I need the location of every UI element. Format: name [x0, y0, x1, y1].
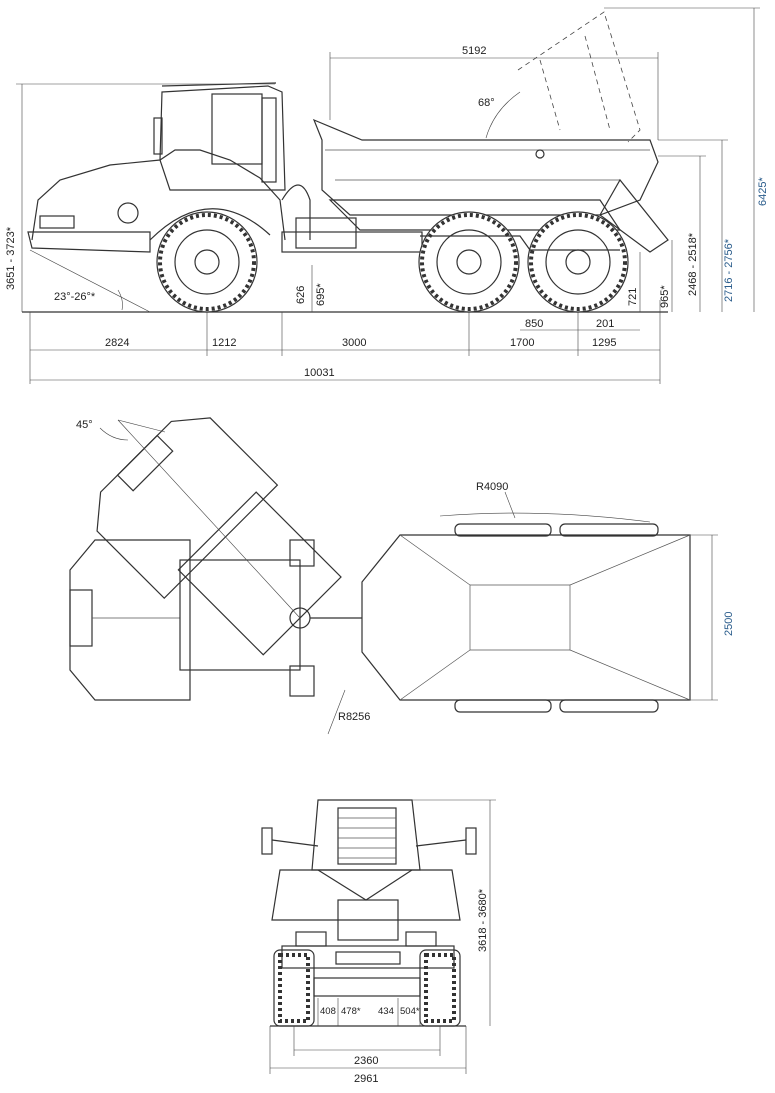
tire-top-right-2	[559, 699, 659, 713]
front-grille-top	[69, 589, 93, 647]
mirror-top	[289, 539, 315, 567]
mirror-top-2	[289, 665, 315, 697]
dim-label-626: 626	[295, 286, 307, 304]
tire-tread-left	[278, 953, 310, 1023]
cab-front	[311, 799, 421, 871]
tip-angle-arc	[485, 91, 521, 139]
dim-label-width: 2500	[723, 612, 735, 636]
hood-front	[271, 869, 461, 921]
fog-light	[117, 202, 139, 224]
front-view: 408 478* 434 504* 3618 - 3680* 2360 2961	[261, 799, 496, 1085]
mirror-left	[261, 827, 273, 855]
headlight	[39, 215, 75, 229]
cab-door-window	[211, 93, 263, 165]
dim-label-total-length: 10031	[304, 367, 335, 379]
tire-tread-right	[424, 953, 456, 1023]
middle-wheel	[418, 211, 520, 313]
steered-front-unit	[96, 417, 342, 656]
radius-leader	[504, 491, 516, 519]
radius-arc-outer	[439, 512, 651, 523]
mirror-arm-left	[271, 839, 319, 847]
radius-leader-2	[327, 689, 346, 735]
steer-line	[117, 419, 301, 619]
mirror-arm-right	[415, 839, 467, 847]
cab-outline	[159, 85, 286, 191]
body-fold-2	[569, 534, 691, 701]
mirror	[153, 117, 163, 155]
dim-label-1212: 1212	[212, 337, 236, 349]
tandem-frame	[420, 235, 620, 251]
cab-window-front	[337, 807, 397, 865]
tailgate	[599, 178, 669, 253]
top-view: 45° R4090 R8256 2500	[69, 417, 735, 735]
approach-angle-arc	[117, 289, 123, 311]
approach-angle-line	[29, 249, 151, 313]
tipped-body-rib	[539, 59, 561, 131]
body-fold	[399, 534, 471, 701]
radius-label-outer: R4090	[476, 481, 508, 493]
cab-pillar	[261, 97, 277, 183]
dim-label-1295: 1295	[592, 337, 616, 349]
dim-label-721: 721	[627, 288, 639, 306]
front-fender	[149, 208, 271, 241]
body-pin	[535, 149, 545, 159]
dim-label-504: 504*	[400, 1006, 420, 1017]
hood-top	[69, 539, 191, 701]
tire-top-left-1	[454, 523, 552, 537]
dim-label-434: 434	[378, 1006, 394, 1017]
dim-label-408: 408	[320, 1006, 336, 1017]
dim-label-1700: 1700	[510, 337, 534, 349]
dim-label-total-width: 2961	[354, 1073, 378, 1085]
dim-label-height-front: 3618 - 3680*	[477, 888, 489, 952]
dim-label-height-cab: 3651 - 3723*	[5, 226, 17, 290]
hitch-block	[295, 217, 357, 249]
dim-label-track: 2360	[354, 1055, 378, 1067]
steer-angle-arc	[99, 427, 129, 441]
dim-label-2824: 2824	[105, 337, 129, 349]
dim-label-850: 850	[525, 318, 543, 330]
dim-label-695: 695*	[315, 283, 327, 306]
steer-line-ref	[117, 419, 166, 433]
steer-angle-label: 45°	[76, 419, 93, 431]
tipped-body-outline	[517, 11, 641, 143]
rear-wheel	[527, 211, 629, 313]
front-bumper	[27, 231, 151, 253]
dim-label-5192: 5192	[462, 45, 486, 57]
side-view: 5192 68° 3651 - 3723* 23°-26°* 626 695* …	[5, 7, 769, 384]
dim-label-3000: 3000	[342, 337, 366, 349]
dim-label-2716: 2716 - 2756*	[723, 238, 735, 302]
cab-top	[179, 559, 301, 671]
dim-label-965: 965*	[659, 285, 671, 308]
cab-roof	[161, 82, 277, 87]
radius-label-turn: R8256	[338, 711, 370, 723]
dim-label-201: 201	[596, 318, 614, 330]
dim-label-478: 478*	[341, 1006, 361, 1017]
mirror-right	[465, 827, 477, 855]
tipped-body-rib-2	[584, 35, 611, 131]
headlight-right	[405, 931, 437, 947]
axle-front	[313, 977, 421, 997]
approach-angle-label: 23°-26°*	[54, 291, 96, 303]
tire-top-right-1	[454, 699, 552, 713]
exhaust-pipe	[281, 184, 311, 240]
dim-label-6425: 6425*	[757, 177, 769, 206]
tire-top-left-2	[559, 523, 659, 537]
hood-outline	[31, 149, 286, 241]
dim-label-2468: 2468 - 2518*	[687, 232, 699, 296]
headlight-left	[295, 931, 327, 947]
window-grid	[338, 817, 396, 859]
hood-ridge	[317, 869, 413, 901]
plate-front	[335, 951, 401, 965]
dump-body-top	[361, 534, 691, 701]
dump-body	[312, 118, 659, 216]
tip-angle-label: 68°	[478, 97, 495, 109]
articulation-frame	[281, 231, 423, 253]
front-wheel	[156, 211, 258, 313]
grille-front	[337, 899, 399, 941]
